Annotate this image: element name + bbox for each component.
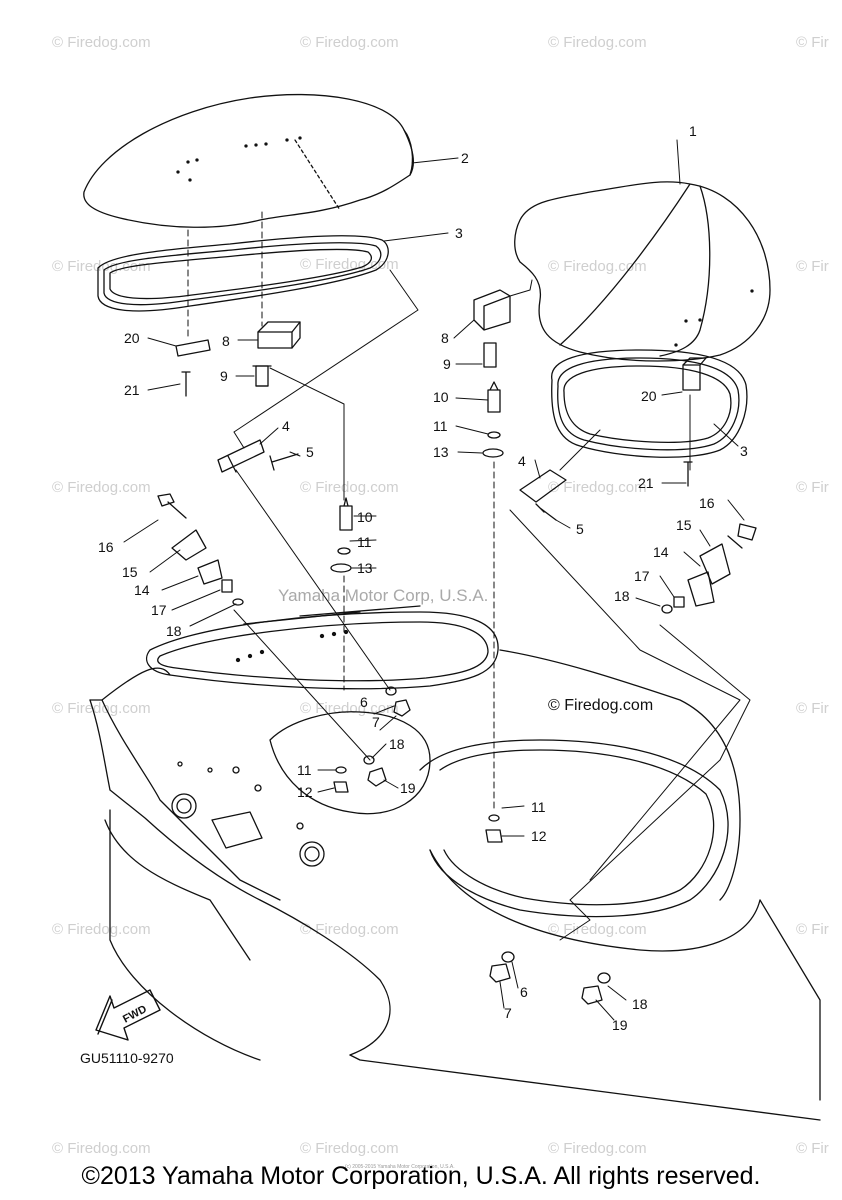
- callout-9: 9: [443, 356, 451, 372]
- callout-19: 19: [400, 780, 416, 796]
- callout-21: 21: [638, 475, 654, 491]
- watermark: © Firedog.com: [300, 1140, 399, 1157]
- callout-18: 18: [632, 996, 648, 1012]
- callout-14: 14: [134, 582, 150, 598]
- callout-21: 21: [124, 382, 140, 398]
- watermark: © Firedog.com: [52, 479, 151, 496]
- callout-7: 7: [372, 714, 380, 730]
- callout-16: 16: [699, 495, 715, 511]
- callout-18: 18: [166, 623, 182, 639]
- callout-11: 11: [531, 799, 546, 815]
- watermark: © Fir: [796, 1140, 829, 1157]
- callout-10: 10: [357, 509, 373, 525]
- callout-18: 18: [389, 736, 405, 752]
- watermark: © Firedog.com: [52, 34, 151, 51]
- hull-deck-outline: [89, 605, 821, 1121]
- callout-9: 9: [220, 368, 228, 384]
- front-seat-part: [514, 181, 771, 362]
- rear-seat-part: [83, 93, 415, 228]
- callout-3: 3: [455, 225, 463, 241]
- watermark: © Firedog.com: [52, 1140, 151, 1157]
- callout-5: 5: [576, 521, 584, 537]
- reference-lines: [187, 211, 751, 941]
- watermark: © Firedog.com: [300, 256, 399, 273]
- watermark: © Firedog.com: [52, 700, 151, 717]
- callout-17: 17: [151, 602, 167, 618]
- latch-and-bolt-parts: [157, 439, 757, 614]
- center-watermark: Yamaha Motor Corp, U.S.A.: [278, 586, 489, 605]
- watermark: © Fir: [796, 479, 829, 496]
- callout-8: 8: [441, 330, 449, 346]
- watermark: © Firedog.com: [300, 479, 399, 496]
- watermark: © Firedog.com: [548, 1140, 647, 1157]
- callout-12: 12: [531, 828, 547, 844]
- callout-12: 12: [297, 784, 313, 800]
- callout-4: 4: [518, 453, 526, 469]
- tiny-copyright-note: (c) 2005-2015 Yamaha Motor Corporation, …: [345, 1164, 455, 1170]
- callout-11: 11: [357, 534, 372, 550]
- callout-20: 20: [641, 388, 657, 404]
- callout-18: 18: [614, 588, 630, 604]
- callout-20: 20: [124, 330, 140, 346]
- callout-3: 3: [740, 443, 748, 459]
- rear-seat-seal-part: [97, 234, 389, 312]
- watermark: © Firedog.com: [548, 34, 647, 51]
- callout-2: 2: [461, 150, 469, 166]
- watermark: © Firedog.com: [300, 34, 399, 51]
- callout-7: 7: [504, 1005, 512, 1021]
- callout-8: 8: [222, 333, 230, 349]
- nut-and-washer-parts: [333, 686, 611, 1005]
- callout-17: 17: [634, 568, 650, 584]
- callout-6: 6: [520, 984, 528, 1000]
- front-seat-seal-part: [551, 349, 748, 458]
- leader-lines: [123, 139, 745, 1021]
- callout-10: 10: [433, 389, 449, 405]
- callout-4: 4: [282, 418, 290, 434]
- watermark: © Fir: [796, 700, 829, 717]
- watermark: © Fir: [796, 34, 829, 51]
- callout-1: 1: [689, 123, 697, 139]
- callout-19: 19: [612, 1017, 628, 1033]
- callout-16: 16: [98, 539, 114, 555]
- watermark: © Fir: [796, 258, 829, 275]
- watermark: © Firedog.com: [300, 921, 399, 938]
- callout-14: 14: [653, 544, 669, 560]
- watermark: © Firedog.com: [548, 921, 647, 938]
- firedog-notice: © Firedog.com: [548, 697, 654, 714]
- watermark: © Firedog.com: [548, 479, 647, 496]
- callout-13: 13: [357, 560, 373, 576]
- copyright-footer: ©2013 Yamaha Motor Corporation, U.S.A. A…: [81, 1162, 761, 1190]
- callout-11: 11: [297, 762, 312, 778]
- callout-15: 15: [122, 564, 138, 580]
- callout-5: 5: [306, 444, 314, 460]
- watermark: © Fir: [796, 921, 829, 938]
- callout-6: 6: [360, 694, 368, 710]
- watermark: © Firedog.com: [548, 258, 647, 275]
- callout-13: 13: [433, 444, 449, 460]
- fwd-arrow-icon: [95, 989, 161, 1041]
- callout-11: 11: [433, 418, 448, 434]
- diagram-code: GU51110-9270: [80, 1050, 174, 1066]
- callout-15: 15: [676, 517, 692, 533]
- watermark: © Firedog.com: [52, 921, 151, 938]
